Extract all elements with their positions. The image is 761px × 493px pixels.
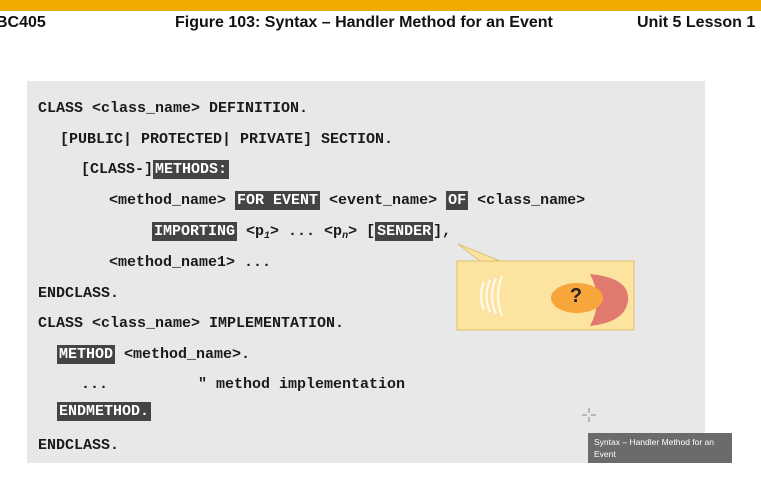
code-line-9: METHOD <method_name>. (57, 345, 250, 365)
keyword-method: METHOD (57, 345, 116, 364)
subscript-n: n (342, 231, 349, 242)
code-line-5: IMPORTING <p1> ... <pn> [SENDER], (152, 222, 451, 242)
param-mid: > ... <p (270, 223, 343, 240)
callout-graphic (456, 243, 635, 331)
keyword-for-event: FOR EVENT (235, 191, 321, 210)
keyword-endmethod: ENDMETHOD. (57, 402, 152, 421)
event-name: <event_name> (320, 192, 447, 209)
keyword-sender: SENDER (375, 222, 434, 241)
code-line-2: [PUBLIC| PROTECTED| PRIVATE] SECTION. (60, 131, 394, 148)
question-mark: ? (569, 285, 583, 307)
top-accent-bar (0, 0, 761, 11)
code-line-8: CLASS <class_name> IMPLEMENTATION. (38, 315, 345, 332)
method-impl-name: <method_name>. (115, 346, 251, 363)
code-line-12: ENDCLASS. (38, 437, 120, 454)
class-name: <class_name> (468, 192, 586, 209)
code-line-7: ENDCLASS. (38, 285, 120, 302)
course-code: BC405 (0, 14, 46, 31)
callout-pointer (457, 243, 501, 262)
param-p1: <p (237, 223, 265, 240)
figure-title: Figure 103: Syntax – Handler Method for … (175, 14, 553, 31)
keyword-methods: METHODS: (153, 160, 230, 179)
tooltip: Syntax – Handler Method for an Event (588, 433, 732, 463)
keyword-of: OF (446, 191, 469, 210)
keyword-importing: IMPORTING (152, 222, 238, 241)
code-line-10: ... " method implementation (81, 376, 406, 393)
question-bubble-icon (551, 283, 603, 313)
code-line-11: ENDMETHOD. (57, 402, 152, 422)
subscript-1: 1 (264, 231, 271, 242)
crosshair-cursor-icon (582, 408, 596, 422)
code-line-3: [CLASS-]METHODS: (81, 160, 230, 180)
sound-waves-icon (479, 275, 504, 317)
method-name: <method_name> (109, 192, 236, 209)
code-line-4: <method_name> FOR EVENT <event_name> OF … (109, 191, 585, 211)
unit-lesson: Unit 5 Lesson 1 (637, 14, 756, 31)
class-prefix: [CLASS-] (81, 161, 154, 178)
megaphone-bell-icon (590, 274, 629, 326)
code-line-6: <method_name1> ... (109, 254, 272, 271)
param-tail: ], (433, 223, 452, 240)
code-line-1: CLASS <class_name> DEFINITION. (38, 100, 309, 117)
param-end: > [ (348, 223, 376, 240)
